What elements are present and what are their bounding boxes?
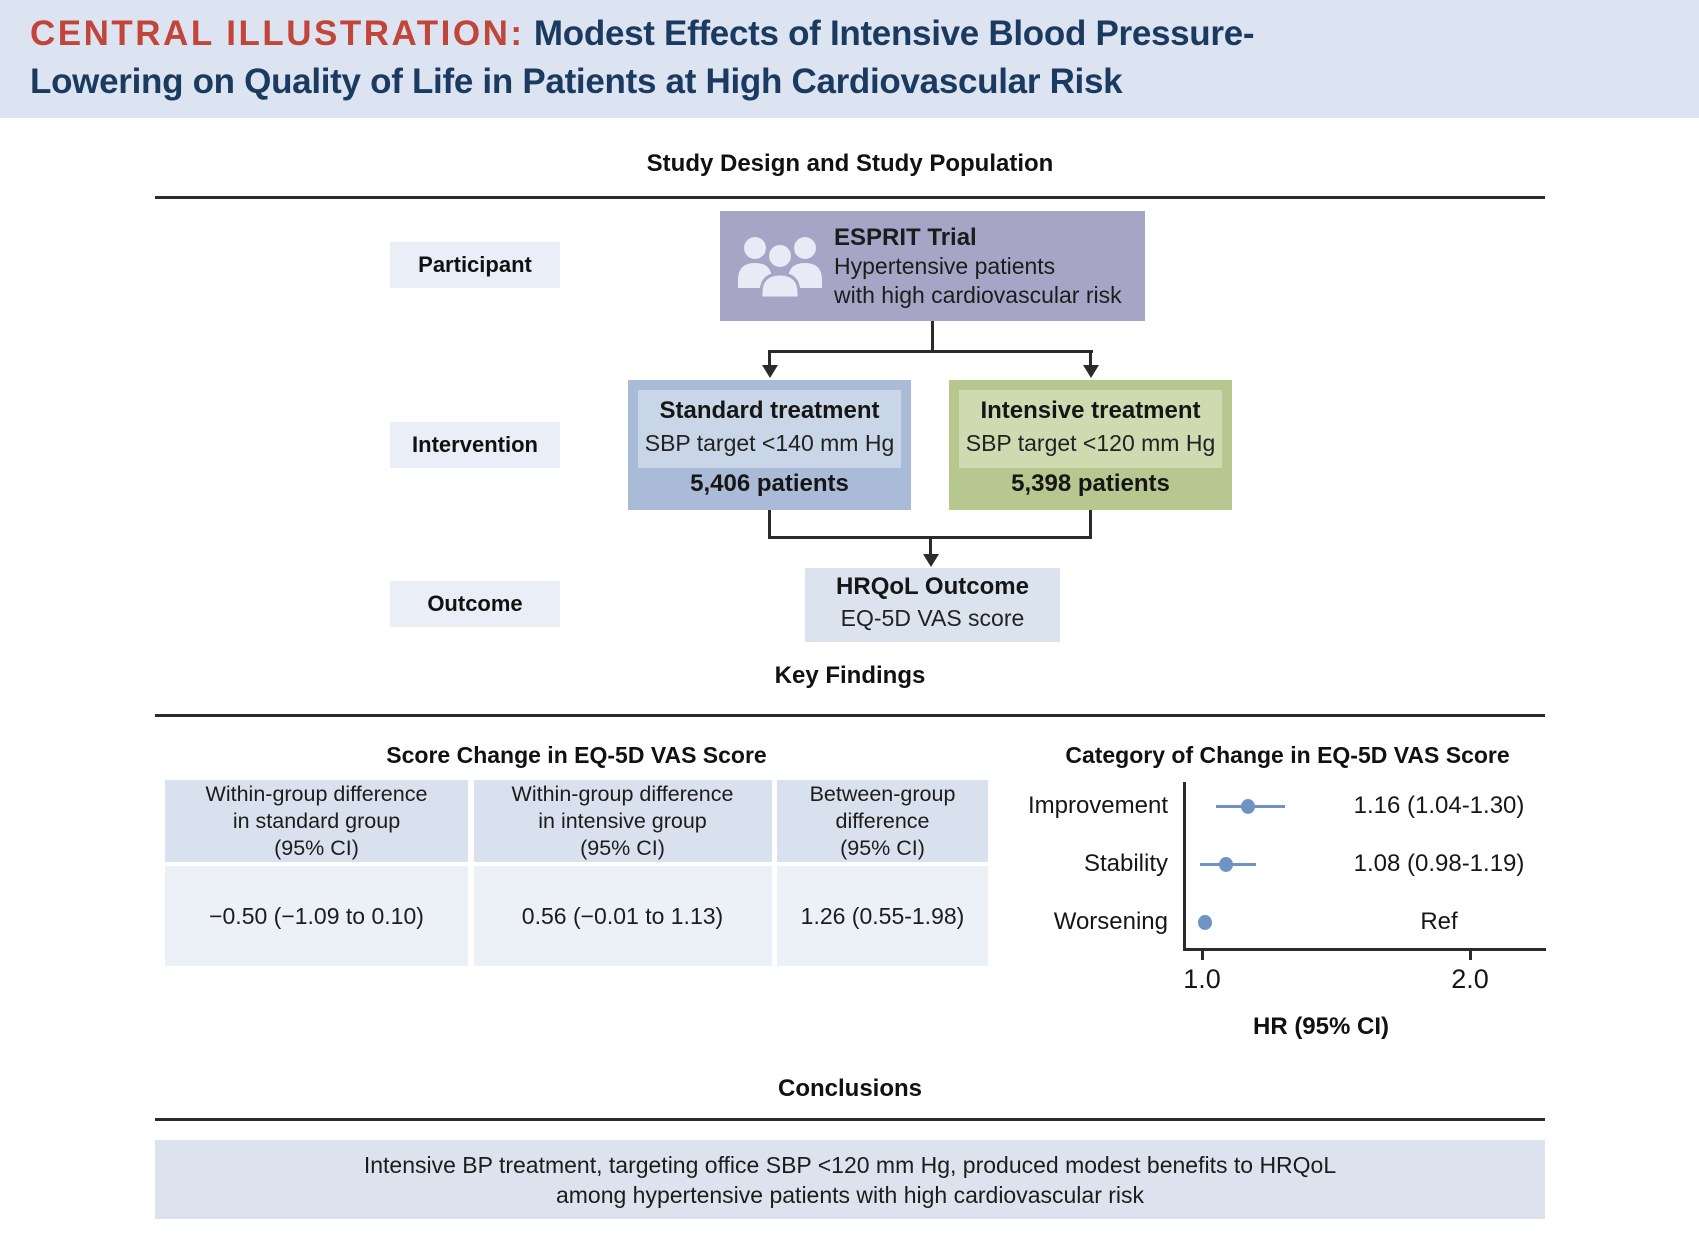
table-cell-between-diff: 1.26 (0.55-1.98) [777, 866, 988, 966]
arrow-down-icon [1083, 365, 1099, 378]
table-header-standard: Within-group difference in standard grou… [165, 780, 468, 862]
header-line: Between-group [809, 781, 956, 806]
intensive-treatment-box: Intensive treatment SBP target <120 mm H… [949, 380, 1232, 510]
row-label-participant: Participant [390, 242, 560, 288]
standard-treatment-target: SBP target <140 mm Hg [644, 430, 895, 456]
trial-box: ESPRIT Trial Hypertensive patients with … [720, 211, 1145, 321]
header-line: in standard group [232, 808, 401, 833]
outcome-box-subtitle: EQ-5D VAS score [840, 605, 1025, 631]
title-kicker: CENTRAL ILLUSTRATION: [30, 14, 525, 53]
section-title-conclusions: Conclusions [777, 1075, 922, 1102]
header-line: Within-group difference [205, 781, 428, 806]
hazard-ratio-value: 1.16 (1.04-1.30) [1353, 792, 1525, 819]
header-line: Within-group difference [511, 781, 734, 806]
header-line: (95% CI) [840, 835, 925, 860]
x-axis-label: HR (95% CI) [1252, 1013, 1390, 1040]
section-title-study-design: Study Design and Study Population [646, 150, 1054, 177]
header-line: (95% CI) [580, 835, 665, 860]
forest-plot-area: 1.16 (1.04-1.30) 1.08 (0.98-1.19) Ref [1183, 782, 1546, 951]
table-header-between: Between-group difference (95% CI) [777, 780, 988, 862]
connector-line [768, 510, 771, 539]
x-axis-tick [1201, 948, 1204, 960]
connector-line [769, 350, 1093, 353]
intensive-treatment-title: Intensive treatment [980, 397, 1201, 424]
hazard-ratio-dot [1240, 798, 1255, 814]
intensive-treatment-patients: 5,398 patients [1011, 470, 1170, 497]
table-header-intensive: Within-group difference in intensive gro… [473, 780, 772, 862]
connector-line [768, 350, 771, 366]
standard-treatment-inner: Standard treatment SBP target <140 mm Hg [638, 390, 901, 468]
forest-category-improvement: Improvement [1027, 792, 1168, 819]
table-cell-intensive-diff: 0.56 (−0.01 to 1.13) [473, 866, 772, 966]
figure-title: CENTRAL ILLUSTRATION: Modest Effects of … [30, 10, 1650, 106]
conclusion-line2: among hypertensive patients with high ca… [555, 1181, 1145, 1208]
standard-treatment-patients: 5,406 patients [690, 470, 849, 497]
row-label-outcome: Outcome [390, 581, 560, 627]
row-label-intervention: Intervention [390, 422, 560, 468]
connector-line [1089, 350, 1092, 366]
header-line: difference [835, 808, 930, 833]
standard-treatment-title: Standard treatment [659, 397, 880, 424]
divider-rule [155, 1118, 1545, 1121]
conclusion-line1: Intensive BP treatment, targeting office… [363, 1151, 1337, 1178]
connector-line [1089, 510, 1092, 539]
hazard-ratio-dot [1198, 914, 1212, 930]
forest-category-worsening: Worsening [1053, 908, 1168, 935]
conclusion-box: Intensive BP treatment, targeting office… [155, 1140, 1545, 1219]
hazard-ratio-value: Ref [1420, 908, 1458, 935]
header-line: in intensive group [538, 808, 707, 833]
title-line2: Lowering on Quality of Life in Patients … [30, 62, 1123, 101]
connector-line [768, 536, 1092, 539]
hazard-ratio-dot [1219, 856, 1234, 872]
arrow-down-icon [923, 554, 939, 567]
trial-line2: with high cardiovascular risk [834, 281, 1122, 308]
intensive-treatment-inner: Intensive treatment SBP target <120 mm H… [959, 390, 1222, 468]
header-line: (95% CI) [274, 835, 359, 860]
score-table-title: Score Change in EQ-5D VAS Score [386, 742, 767, 768]
trial-name: ESPRIT Trial [834, 223, 977, 251]
intensive-treatment-target: SBP target <120 mm Hg [965, 430, 1216, 456]
divider-rule [155, 196, 1545, 199]
x-axis-tick-label: 1.0 [1183, 964, 1221, 994]
header-band [0, 0, 1699, 118]
hazard-ratio-value: 1.08 (0.98-1.19) [1353, 850, 1525, 877]
trial-box-text: ESPRIT Trial Hypertensive patients with … [834, 223, 1122, 310]
trial-line1: Hypertensive patients [834, 252, 1056, 279]
arrow-down-icon [762, 365, 778, 378]
section-title-key-findings: Key Findings [774, 662, 926, 689]
outcome-box: HRQoL Outcome EQ-5D VAS score [805, 568, 1060, 642]
forest-category-stability: Stability [1083, 850, 1168, 877]
table-cell-standard-diff: −0.50 (−1.09 to 0.10) [165, 866, 468, 966]
connector-line [931, 321, 934, 350]
divider-rule [155, 714, 1545, 717]
connector-line [929, 539, 932, 555]
x-axis-tick [1469, 948, 1472, 960]
title-line1: Modest Effects of Intensive Blood Pressu… [524, 14, 1255, 53]
people-group-icon [738, 237, 822, 299]
outcome-box-title: HRQoL Outcome [836, 573, 1029, 600]
x-axis-tick-label: 2.0 [1451, 964, 1489, 994]
score-table: Within-group difference in standard grou… [165, 780, 988, 966]
standard-treatment-box: Standard treatment SBP target <140 mm Hg… [628, 380, 911, 510]
forest-plot-title: Category of Change in EQ-5D VAS Score [1065, 742, 1510, 768]
